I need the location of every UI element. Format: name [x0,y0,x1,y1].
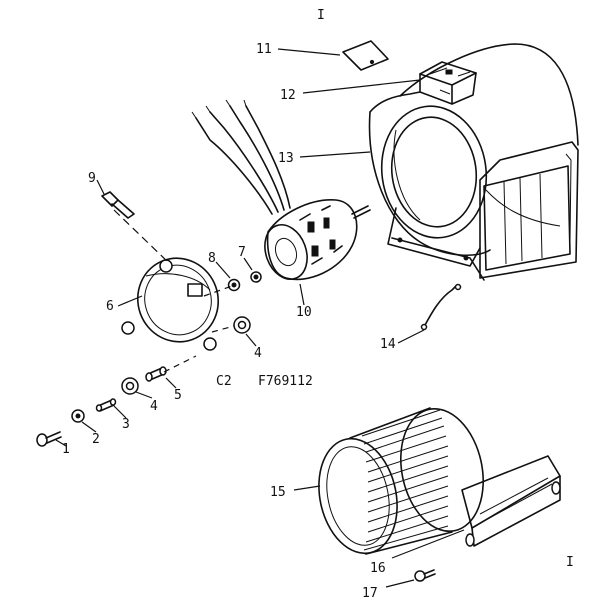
callout-13: 13 [278,151,294,166]
callout-5: 5 [174,388,182,403]
part-6-motor-mount [121,257,220,351]
callout-12: 12 [280,88,296,103]
callout-4-upper: 4 [254,346,262,361]
part-8-washer [227,278,241,292]
part-14-wire-clip [420,283,462,331]
callout-8: 8 [208,251,216,266]
part-1-screw [36,431,62,447]
part-13-blower-housing [368,43,579,281]
part-3-spacer [95,398,117,412]
part-7-nut [250,271,262,283]
page-mark-bottom: I [566,555,574,570]
callout-16: 16 [370,561,386,576]
part-17-screw [414,569,436,582]
callout-17: 17 [362,586,378,601]
part-4-grommet-upper [233,316,251,334]
part-10-motor [264,199,371,281]
callout-4-lower: 4 [150,399,158,414]
part-9-bolt [101,191,135,219]
part-5-sleeve [145,366,167,382]
callout-14: 14 [380,337,396,352]
callout-1: 1 [62,442,70,457]
callout-7: 7 [238,245,246,260]
callout-10: 10 [296,305,312,320]
callout-9: 9 [88,171,96,186]
leader-lines [55,48,465,588]
callout-11: 11 [256,42,272,57]
page-mark-top: I [317,8,325,23]
callout-15: 15 [270,485,286,500]
callout-2: 2 [92,432,100,447]
part-15-blower-wheel [318,407,484,555]
part-12-control-box [419,61,477,105]
callout-6: 6 [106,299,114,314]
part-11-plate [342,40,389,71]
part-2-washer [71,409,85,423]
callout-3: 3 [122,417,130,432]
callout-labels: 11 12 13 9 8 7 6 10 4 14 5 4 3 2 1 15 16… [62,42,396,601]
part-16-mount-bracket [461,455,561,547]
motor-lead-wires [191,99,291,215]
part-4-grommet-lower [121,377,139,395]
code-label: C2 [216,374,232,389]
part-number-label: F769112 [258,374,313,389]
